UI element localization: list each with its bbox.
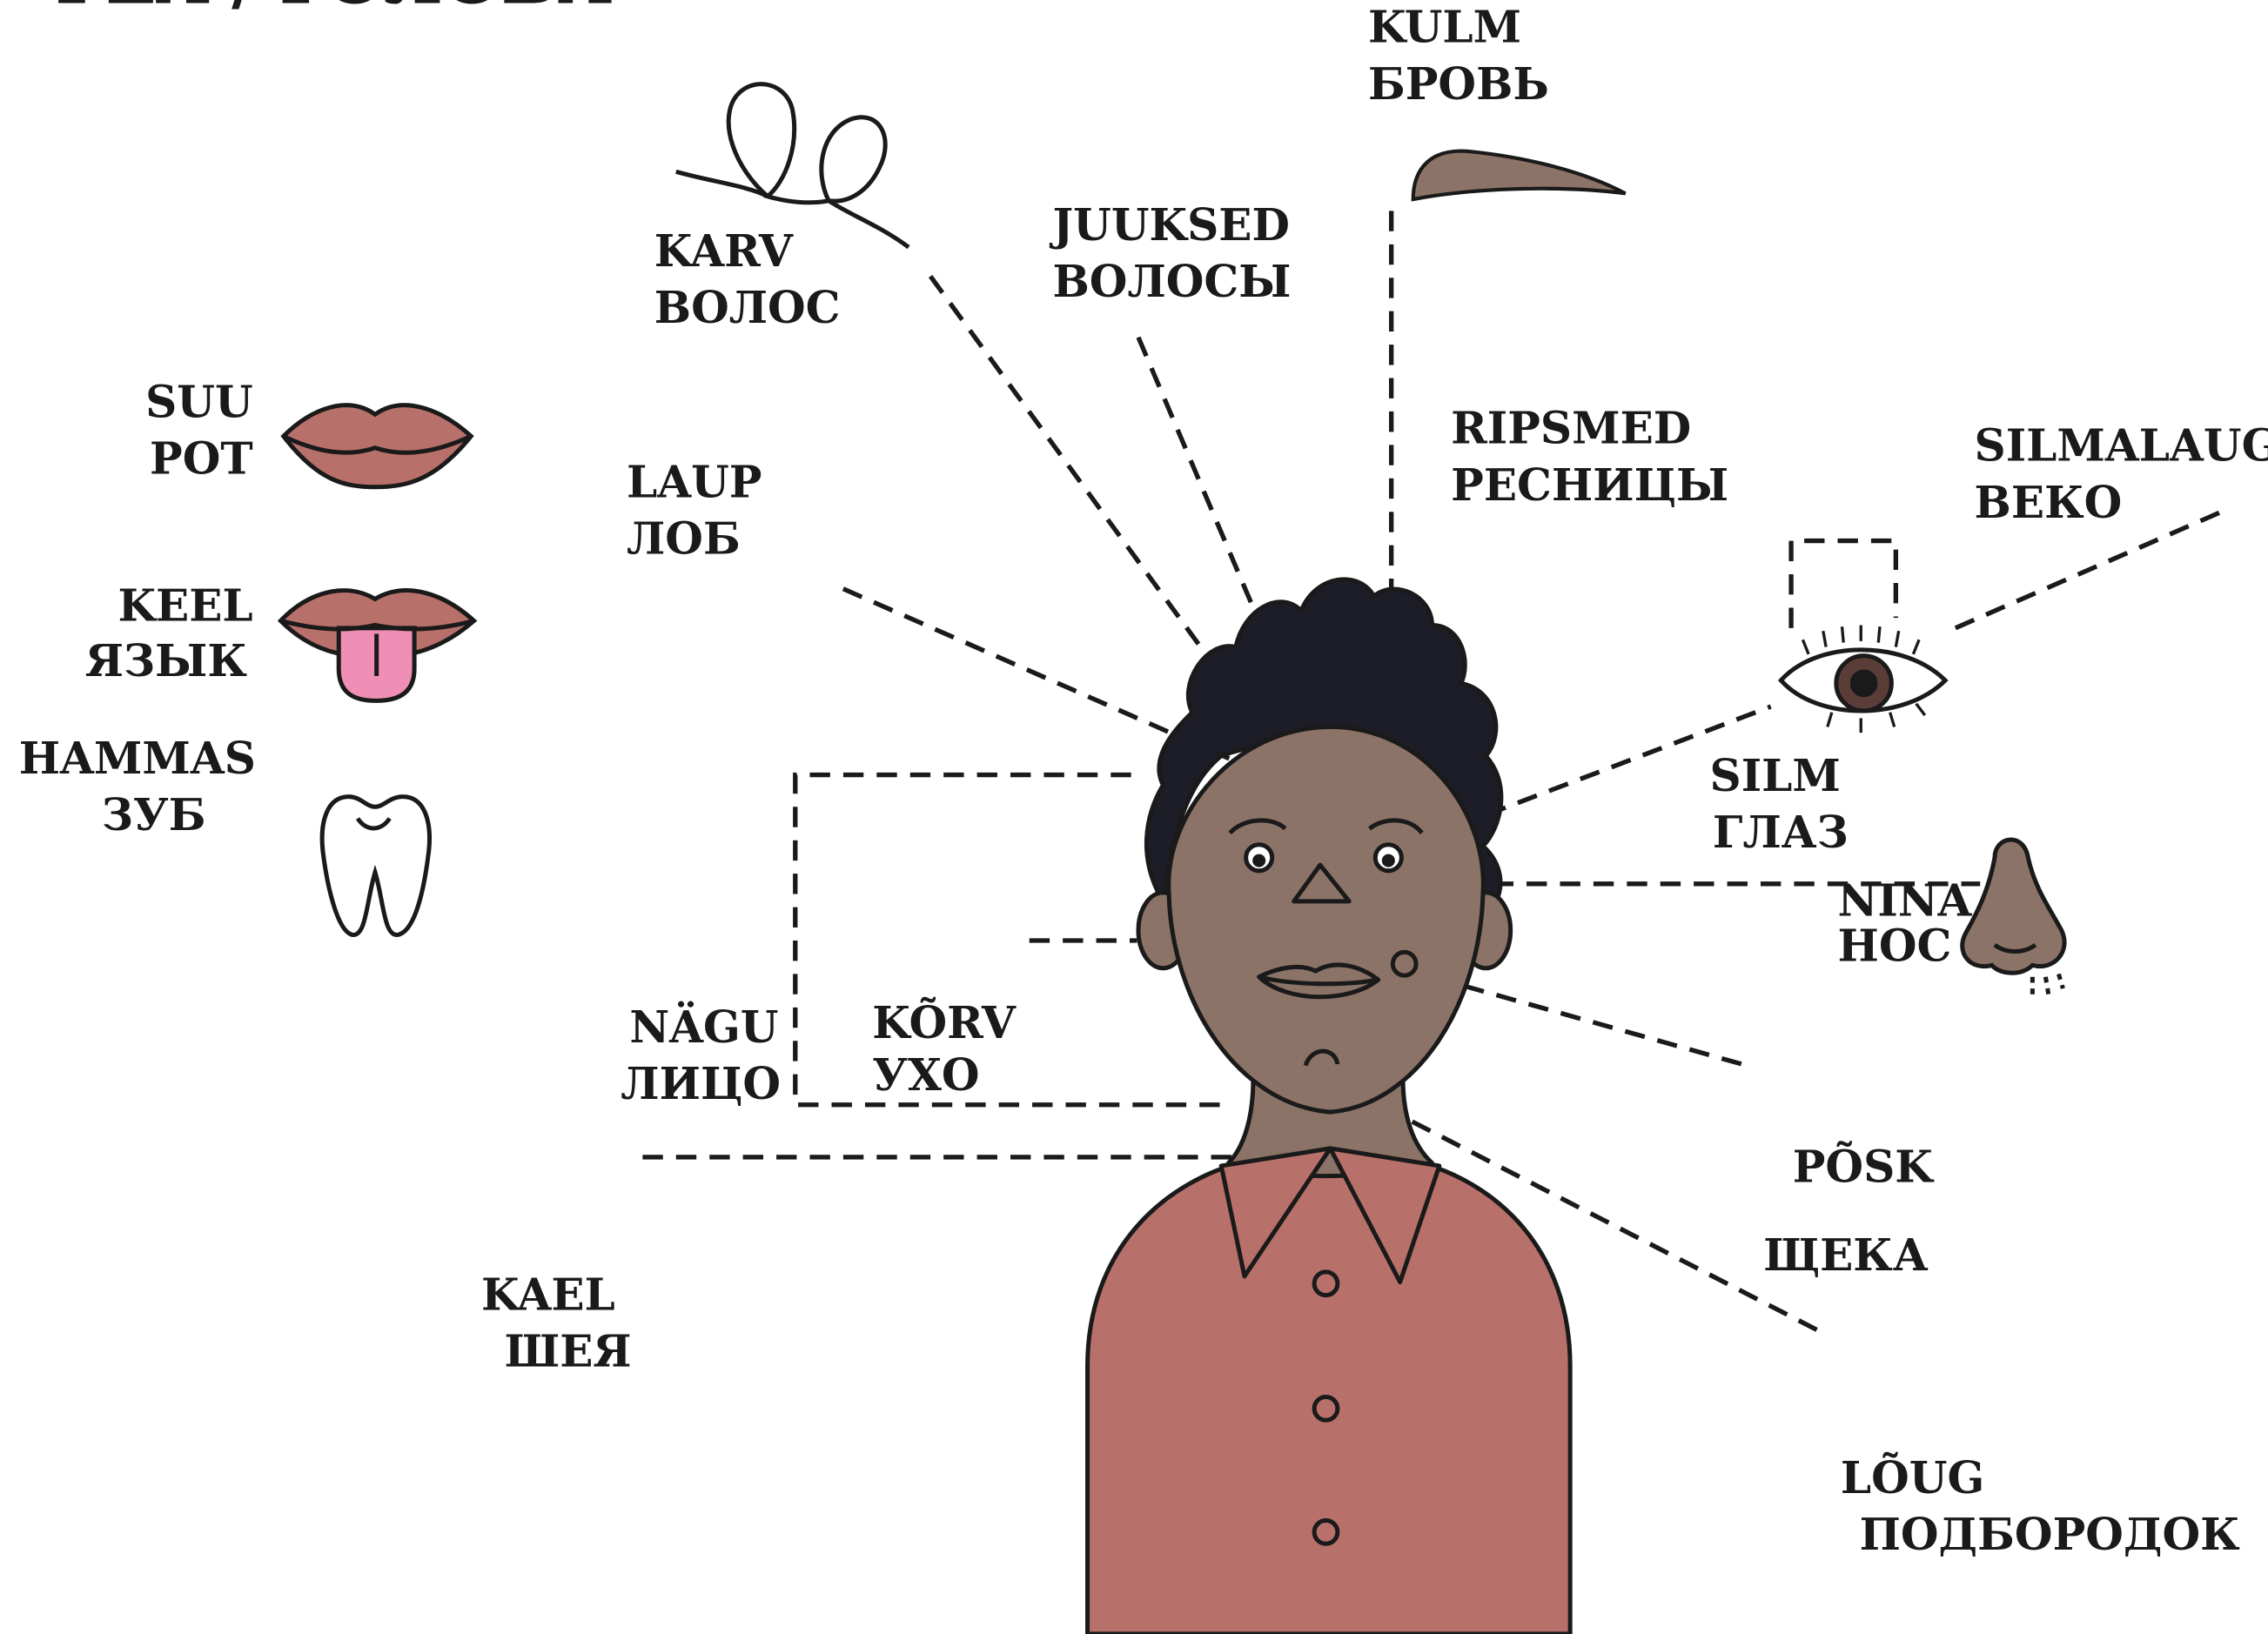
- label-nina: NINA НОС: [1838, 875, 1973, 972]
- label-posk-ru: ЩЕКА: [1763, 1229, 1929, 1281]
- label-karv-ru: ВОЛОС: [654, 282, 841, 333]
- label-suu-et: SUU: [145, 377, 253, 428]
- label-juuksed: JUUKSED ВОЛОСЫ: [1049, 199, 1291, 307]
- label-juuksed-et: JUUKSED: [1049, 199, 1290, 251]
- label-nagu-ru: ЛИЦО: [621, 1058, 781, 1109]
- label-korv-et: KÕRV: [872, 996, 1017, 1048]
- page-title: PEA / ГОЛОВА: [55, 0, 612, 20]
- label-laup: LAUP ЛОБ: [627, 456, 762, 564]
- nose-icon: [1963, 840, 2064, 1000]
- hair-strand-icon: [676, 84, 909, 248]
- label-nagu: NÄGU ЛИЦО: [621, 1001, 781, 1109]
- label-nina-et: NINA: [1838, 875, 1973, 927]
- label-hammas-ru: ЗУБ: [102, 789, 206, 840]
- label-karv: KARV ВОЛОС: [654, 225, 841, 333]
- label-silm: SILM ГЛАЗ: [1710, 750, 1849, 858]
- label-loug: LÕUG ПОДБОРОДОК: [1841, 1451, 2240, 1560]
- label-laup-et: LAUP: [627, 456, 762, 507]
- label-kulm: KULM БРОВЬ: [1368, 2, 1549, 110]
- label-silmalaug-et: SILMALAUG: [1975, 420, 2268, 472]
- leader-juuksed: [1138, 338, 1253, 608]
- label-posk: PÕSK ЩЕКА: [1763, 1140, 1935, 1281]
- label-loug-ru: ПОДБОРОДОК: [1860, 1509, 2241, 1560]
- leader-posk: [1432, 977, 1741, 1064]
- label-laup-ru: ЛОБ: [627, 513, 741, 565]
- label-hammas-et: HAMMAS: [19, 733, 256, 784]
- leader-silmalaug-box: [1791, 541, 1896, 628]
- eye-icon: [1781, 625, 1945, 733]
- label-nagu-et: NÄGU: [629, 1001, 778, 1053]
- face-pupil-left: [1252, 854, 1265, 867]
- label-silmalaug-ru: ВЕКО: [1975, 477, 2123, 528]
- label-ripsmed-et: RIPSMED: [1451, 403, 1691, 454]
- tooth-icon: [322, 797, 429, 935]
- label-hammas: HAMMAS ЗУБ: [19, 733, 256, 840]
- label-keel-et: KEEL: [117, 579, 252, 631]
- label-silm-et: SILM: [1710, 750, 1841, 801]
- label-ripsmed-ru: РЕСНИЦЫ: [1451, 459, 1728, 511]
- label-juuksed-ru: ВОЛОСЫ: [1052, 256, 1291, 307]
- label-silm-ru: ГЛАЗ: [1713, 807, 1849, 858]
- eyebrow-icon: [1413, 151, 1626, 199]
- tongue-icon: [280, 591, 473, 701]
- lips-icon: [284, 405, 471, 487]
- person: [1088, 579, 1571, 1634]
- label-kael-et: KAEL: [481, 1269, 615, 1320]
- leader-karv: [930, 277, 1204, 652]
- label-kulm-et: KULM: [1368, 2, 1521, 53]
- label-silmalaug: SILMALAUG ВЕКО: [1975, 420, 2268, 528]
- face-pupil-right: [1382, 854, 1395, 867]
- label-posk-et: PÕSK: [1793, 1140, 1936, 1192]
- label-kael-ru: ШЕЯ: [505, 1325, 632, 1376]
- label-ripsmed: RIPSMED РЕСНИЦЫ: [1451, 403, 1728, 511]
- label-kael: KAEL ШЕЯ: [481, 1269, 632, 1376]
- label-nina-ru: НОС: [1838, 920, 1952, 971]
- label-kulm-ru: БРОВЬ: [1368, 58, 1549, 110]
- label-korv-ru: УХО: [872, 1049, 979, 1101]
- label-suu-ru: РОТ: [150, 433, 253, 485]
- label-karv-et: KARV: [654, 225, 794, 277]
- label-loug-et: LÕUG: [1841, 1451, 1984, 1503]
- label-korv: KÕRV УХО: [872, 996, 1017, 1101]
- label-keel-ru: ЯЗЫК: [85, 635, 248, 686]
- face: [1169, 727, 1484, 1112]
- label-suu: SUU РОТ: [145, 377, 253, 485]
- label-keel: KEEL ЯЗЫК: [85, 579, 253, 686]
- leader-silmalaug: [1956, 512, 2222, 628]
